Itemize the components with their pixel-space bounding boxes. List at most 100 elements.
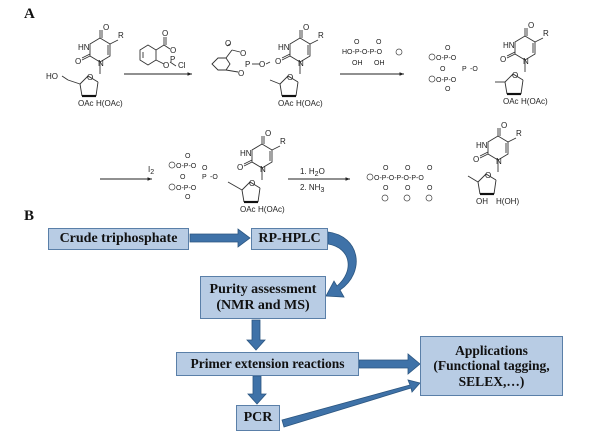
arrow-pcr-to-applications bbox=[281, 379, 421, 428]
intermediate-cyclic-triphosphite: O-P-O O-P-O O O O P -O bbox=[428, 45, 478, 93]
svg-text:H(OAc): H(OAc) bbox=[96, 99, 123, 108]
svg-text:H(OAc): H(OAc) bbox=[258, 205, 285, 214]
svg-text:OAc: OAc bbox=[503, 97, 519, 106]
svg-text:I2: I2 bbox=[148, 165, 154, 176]
svg-text:N: N bbox=[260, 165, 266, 174]
svg-text:O-P-O: O-P-O bbox=[436, 77, 457, 84]
svg-text:N: N bbox=[98, 59, 104, 68]
arrow-crude-to-hplc bbox=[189, 228, 251, 248]
svg-text:HN: HN bbox=[240, 149, 252, 158]
svg-text:O: O bbox=[383, 165, 389, 172]
arrow-primer-to-pcr bbox=[247, 375, 267, 405]
svg-text:OAc: OAc bbox=[78, 99, 94, 108]
svg-text:H(OH): H(OH) bbox=[496, 197, 519, 206]
svg-text:O: O bbox=[163, 61, 169, 70]
svg-text:-O: -O bbox=[210, 174, 218, 181]
svg-text:P: P bbox=[462, 66, 467, 73]
product-triphosphate: O-P-O-P-O-P-O O O O O O O bbox=[366, 165, 433, 202]
svg-text:P: P bbox=[170, 55, 175, 64]
arrow-hplc-to-purity bbox=[325, 231, 357, 298]
salicyl-phosphite-group: O O P O O bbox=[211, 39, 271, 78]
svg-text:O: O bbox=[240, 49, 246, 58]
svg-text:O: O bbox=[485, 171, 491, 180]
node-rp-hplc: RP-HPLC bbox=[251, 228, 328, 250]
svg-text:O: O bbox=[249, 179, 255, 188]
svg-text:O: O bbox=[445, 86, 451, 93]
svg-text:OAc: OAc bbox=[278, 99, 294, 108]
svg-text:O: O bbox=[185, 194, 191, 201]
starting-nucleoside: O HN R O N O HO OAc H(OAc) bbox=[46, 23, 124, 108]
node-label: Primer extension reactions bbox=[190, 356, 345, 372]
svg-text:O: O bbox=[170, 46, 176, 55]
node-pcr: PCR bbox=[236, 405, 280, 431]
svg-text:OH: OH bbox=[476, 197, 488, 206]
node-label-line2: (Functional tagging, bbox=[433, 358, 550, 374]
intermediate3-nucleoside: O HN R O N O OAc H(OAc) bbox=[227, 129, 286, 214]
svg-text:O: O bbox=[185, 153, 191, 160]
svg-text:O: O bbox=[445, 45, 451, 52]
svg-text:R: R bbox=[516, 129, 522, 138]
svg-text:2. NH3: 2. NH3 bbox=[300, 183, 324, 194]
panel-b-label: B bbox=[24, 208, 34, 224]
node-purity-assessment: Purity assessment (NMR and MS) bbox=[200, 276, 326, 319]
svg-text:R: R bbox=[543, 29, 549, 38]
svg-text:O-P-O: O-P-O bbox=[436, 55, 457, 62]
svg-text:O: O bbox=[238, 69, 244, 78]
svg-text:O: O bbox=[473, 155, 479, 164]
product-nucleoside: O HN R O N O OH H(OH) bbox=[467, 121, 522, 206]
svg-text:P: P bbox=[245, 60, 250, 69]
svg-text:P: P bbox=[202, 174, 207, 181]
svg-text:H(OAc): H(OAc) bbox=[521, 97, 548, 106]
svg-text:O: O bbox=[265, 129, 271, 138]
svg-text:O: O bbox=[202, 165, 208, 172]
hydrolysis-conditions: 1. H2O 2. NH3 bbox=[300, 167, 325, 194]
svg-text:-O: -O bbox=[470, 66, 478, 73]
svg-text:O: O bbox=[383, 185, 389, 192]
svg-text:O-P-O: O-P-O bbox=[176, 163, 197, 170]
svg-text:HN: HN bbox=[503, 41, 515, 50]
svg-text:N: N bbox=[298, 59, 304, 68]
node-label: RP-HPLC bbox=[258, 231, 321, 247]
svg-text:O: O bbox=[259, 60, 265, 69]
arrow-primer-to-applications bbox=[358, 353, 421, 375]
node-applications: Applications (Functional tagging, SELEX,… bbox=[420, 336, 563, 396]
svg-text:N: N bbox=[523, 57, 529, 66]
svg-text:O: O bbox=[225, 39, 231, 48]
node-label: PCR bbox=[243, 410, 273, 426]
intermediate-phosphite: O HN R O N O OAc H(OAc) bbox=[269, 23, 324, 108]
svg-text:HN: HN bbox=[476, 141, 488, 150]
svg-text:O: O bbox=[75, 57, 81, 66]
node-label-line1: Applications bbox=[455, 343, 528, 359]
arrow-purity-to-primer bbox=[246, 319, 266, 351]
svg-text:O: O bbox=[528, 21, 534, 30]
intermediate2-nucleoside: O HN R O N O OAc H(OAc) bbox=[495, 21, 549, 106]
svg-text:O: O bbox=[427, 165, 433, 172]
reagent-pyrophosphate: HO-P-O-P-O O O OH OH bbox=[342, 39, 403, 67]
svg-text:OAc: OAc bbox=[240, 205, 256, 214]
svg-text:O: O bbox=[162, 29, 168, 38]
svg-text:O-P-O-P-O-P-O: O-P-O-P-O-P-O bbox=[374, 175, 424, 182]
svg-text:N: N bbox=[496, 157, 502, 166]
iodine-reagent: I2 bbox=[148, 165, 154, 176]
svg-text:Cl: Cl bbox=[178, 61, 186, 70]
svg-text:O: O bbox=[405, 165, 411, 172]
svg-text:O: O bbox=[103, 23, 109, 32]
node-label: Crude triphosphate bbox=[59, 231, 178, 247]
svg-text:O-P-O: O-P-O bbox=[176, 185, 197, 192]
node-label-line3: SELEX,…) bbox=[458, 373, 525, 389]
svg-text:O: O bbox=[427, 185, 433, 192]
svg-text:OH: OH bbox=[374, 60, 385, 67]
svg-text:O: O bbox=[440, 66, 446, 73]
svg-text:R: R bbox=[318, 31, 324, 40]
svg-text:O: O bbox=[303, 23, 309, 32]
svg-text:HO-P-O-P-O: HO-P-O-P-O bbox=[342, 49, 383, 56]
reagent-salicyl-chlorophosphite: O O P Cl O bbox=[139, 29, 186, 70]
svg-text:HO: HO bbox=[46, 72, 58, 81]
svg-text:O: O bbox=[275, 57, 281, 66]
svg-text:1. H2O: 1. H2O bbox=[300, 167, 325, 178]
svg-text:O: O bbox=[87, 73, 93, 82]
node-crude-triphosphate: Crude triphosphate bbox=[48, 228, 189, 250]
svg-text:O: O bbox=[405, 185, 411, 192]
node-label-line1: Purity assessment bbox=[209, 281, 317, 297]
